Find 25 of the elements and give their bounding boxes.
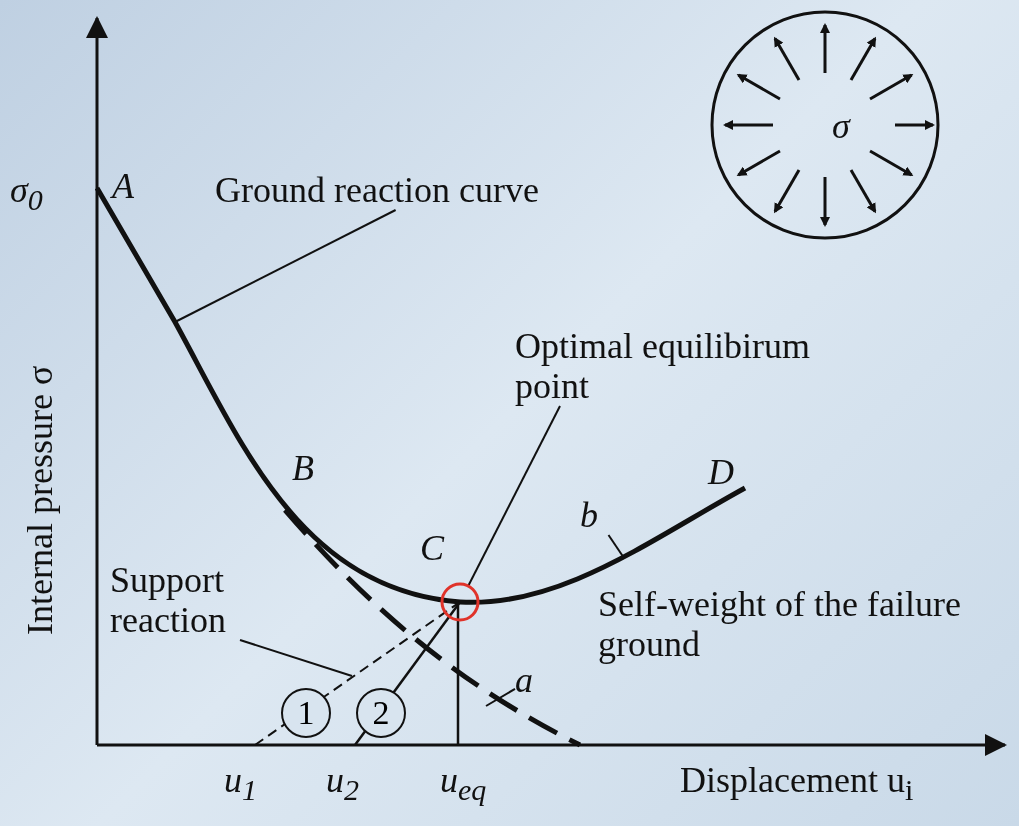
point-letter: C bbox=[420, 528, 444, 568]
axis-tick-label: u$_{1}$ bbox=[224, 760, 257, 809]
support-label: Support reaction bbox=[110, 560, 280, 640]
axis-title: Displacement u$_{i}$ bbox=[680, 760, 915, 809]
point-letter: B bbox=[292, 448, 314, 488]
axis-tick-label: u$_{2}$ bbox=[326, 760, 359, 809]
leader-line bbox=[467, 405, 561, 587]
curve-label: Ground reaction curve bbox=[215, 170, 655, 210]
leader-line bbox=[485, 687, 516, 707]
circled-number: 2 bbox=[356, 688, 406, 738]
axis-title: Internal pressure σ bbox=[20, 364, 60, 635]
curve-note: Self-weight of the failure ground bbox=[598, 584, 962, 664]
stress-symbol: σ bbox=[832, 106, 850, 146]
leader-line bbox=[607, 534, 625, 559]
leader-line bbox=[174, 209, 397, 323]
axis-tick-label: u$_{eq}$ bbox=[440, 760, 487, 809]
leader-line bbox=[239, 639, 353, 677]
curve-letter: a bbox=[515, 660, 545, 700]
point-letter: A bbox=[112, 166, 134, 206]
point-label: Optimal equilibirum point bbox=[515, 326, 825, 406]
equilibrium-marker bbox=[440, 582, 480, 622]
circled-number: 1 bbox=[281, 688, 331, 738]
axis-value: σ$_{0}$ bbox=[10, 170, 43, 219]
curve-letter: b bbox=[580, 495, 610, 535]
point-letter: D bbox=[708, 452, 734, 492]
